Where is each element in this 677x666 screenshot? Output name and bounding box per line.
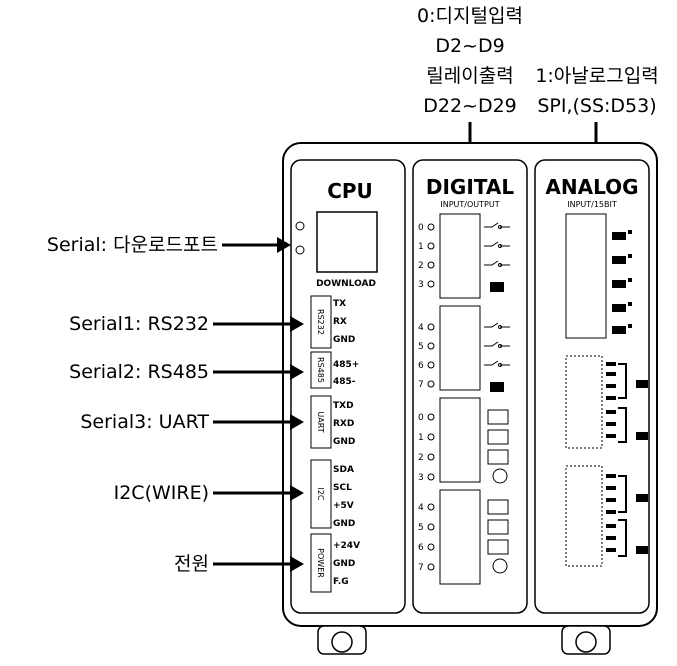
callout-serial1-label: Serial1: RS232 (69, 313, 209, 335)
uart-tag: UART (316, 411, 325, 432)
i2c-pin: GND (333, 519, 355, 529)
analog-terminal-block (565, 213, 607, 339)
analog-module: ANALOG INPUT/15BIT (534, 159, 650, 614)
cpu-module: CPU DOWNLOAD RS232 TX RX GND RS485 485+ … (290, 159, 406, 614)
digital-annot-line2: D2~D9 (435, 35, 504, 57)
input-common-icon (490, 282, 504, 392)
rs485-connector (310, 351, 332, 389)
callout-i2c-label: I2C(WIRE) (114, 482, 209, 504)
relay-output-icon (487, 409, 509, 574)
digital-input-label: 0 (418, 223, 424, 233)
callout-serial3: Serial3: UART (80, 411, 304, 433)
power-pin: F.G (333, 577, 349, 587)
digital-output-label: 2 (418, 453, 424, 463)
digital-input-label: 6 (418, 361, 424, 371)
led-icon (295, 245, 305, 255)
i2c-connector (310, 459, 332, 529)
digital-terminal-block (439, 397, 481, 483)
rs232-pin: TX (333, 299, 346, 309)
power-pin: +24V (333, 541, 360, 551)
digital-terminal-block (439, 305, 481, 391)
digital-input-label: 4 (418, 323, 424, 333)
analog-annotation: 1:아날로그입력 SPI,(SS:D53) (535, 65, 658, 117)
digital-subtitle: INPUT/OUTPUT (440, 200, 499, 209)
input-switch-icon (484, 222, 510, 367)
digital-input-label: 3 (418, 280, 424, 290)
uart-connector (310, 395, 332, 449)
callout-power: 전원 (174, 553, 304, 575)
digital-led-icon (427, 223, 435, 571)
callout-serial2: Serial2: RS485 (69, 361, 304, 383)
analog-annot-line2: SPI,(SS:D53) (537, 95, 656, 117)
i2c-pin: SCL (333, 483, 352, 493)
digital-output-label: 7 (418, 563, 424, 573)
rs485-pin: 485+ (333, 360, 359, 370)
cpu-title: CPU (327, 179, 373, 203)
mount-foot-right (561, 625, 611, 655)
dip-switch-block (565, 355, 648, 449)
digital-output-label: 1 (418, 433, 424, 443)
i2c-tag: I2C (316, 487, 325, 500)
rs485-tag: RS485 (316, 357, 325, 383)
digital-input-label: 7 (418, 380, 424, 390)
mount-foot-left (317, 625, 367, 655)
digital-module: DIGITAL INPUT/OUTPUT 0 1 2 3 4 5 6 7 0 1… (412, 159, 528, 614)
analog-annot-line1: 1:아날로그입력 (535, 65, 658, 87)
digital-terminal-block (439, 489, 481, 585)
callout-serial: Serial: 다운로드포트 (47, 234, 291, 256)
digital-annot-line1: 0:디지털입력 (417, 5, 523, 27)
i2c-pin: +5V (333, 501, 354, 511)
uart-pin: GND (333, 437, 355, 447)
digital-output-label: 0 (418, 413, 424, 423)
digital-output-label: 5 (418, 523, 424, 533)
digital-input-label: 5 (418, 342, 424, 352)
power-tag: POWER (316, 548, 325, 578)
callout-serial2-label: Serial2: RS485 (69, 361, 209, 383)
rs232-pin: GND (333, 335, 355, 345)
callout-i2c: I2C(WIRE) (114, 482, 304, 504)
rs232-tag: RS232 (316, 309, 325, 335)
download-label: DOWNLOAD (316, 279, 376, 289)
digital-annotation: 0:디지털입력 D2~D9 릴레이출력 D22~D29 (417, 5, 523, 117)
power-connector (310, 533, 332, 593)
digital-output-label: 3 (418, 473, 424, 483)
callout-serial1: Serial1: RS232 (69, 313, 304, 335)
digital-input-label: 2 (418, 261, 424, 271)
i2c-pin: SDA (333, 465, 354, 475)
dip-switch-block (565, 465, 648, 567)
digital-annot-line4: D22~D29 (423, 95, 517, 117)
callout-serial-label: Serial: 다운로드포트 (47, 234, 218, 256)
analog-title: ANALOG (545, 175, 638, 199)
analog-subtitle: INPUT/15BIT (567, 200, 617, 209)
rs232-pin: RX (333, 317, 347, 327)
digital-annot-line3: 릴레이출력 (426, 65, 513, 87)
led-icon (295, 221, 305, 231)
uart-pin: RXD (333, 419, 354, 429)
callout-power-label: 전원 (174, 553, 209, 575)
digital-terminal-block (439, 213, 481, 299)
rs485-pin: 485- (333, 377, 356, 387)
analog-input-icon (612, 230, 632, 334)
callout-serial3-label: Serial3: UART (80, 411, 209, 433)
digital-title: DIGITAL (426, 175, 514, 199)
digital-output-label: 4 (418, 503, 424, 513)
download-port (316, 211, 378, 273)
digital-output-label: 6 (418, 543, 424, 553)
rs232-connector (310, 295, 332, 349)
power-pin: GND (333, 559, 355, 569)
uart-pin: TXD (333, 401, 354, 411)
digital-input-label: 1 (418, 242, 424, 252)
